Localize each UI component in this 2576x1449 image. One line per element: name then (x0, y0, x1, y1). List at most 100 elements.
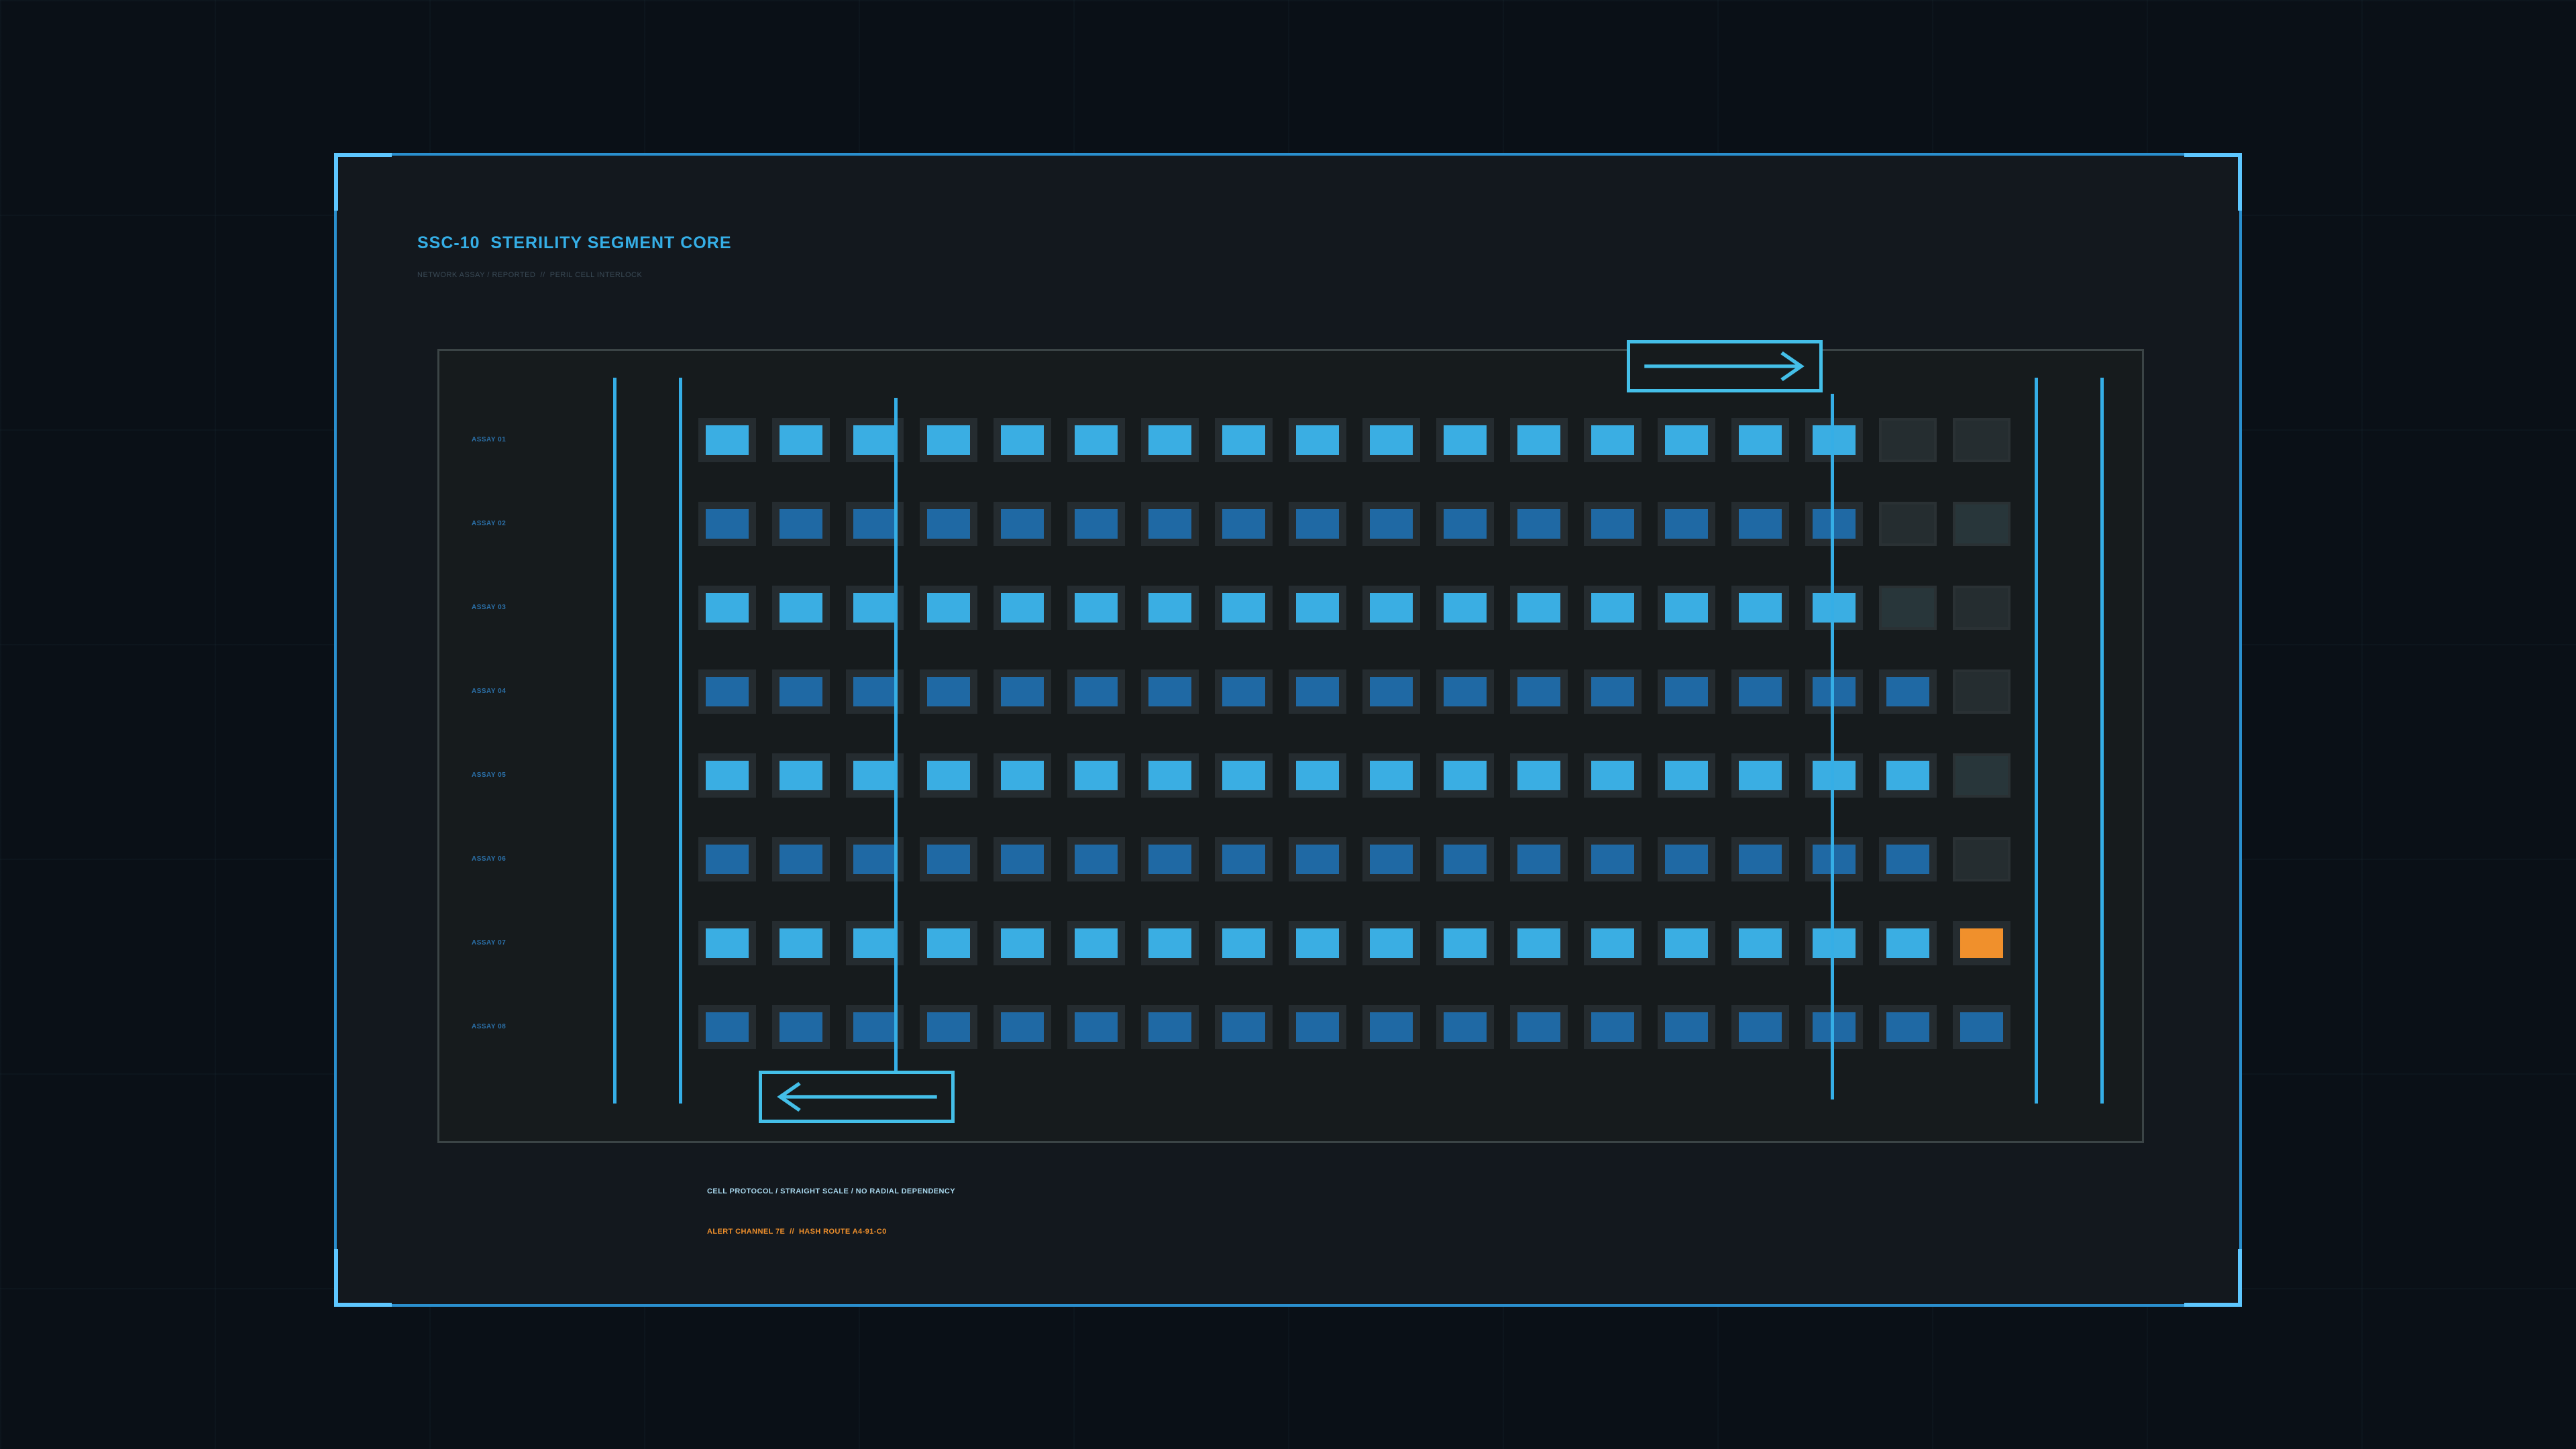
assay-cell[interactable] (1658, 1005, 1715, 1049)
assay-cell[interactable] (1731, 837, 1789, 881)
assay-cell[interactable] (1067, 1005, 1125, 1049)
assay-cell[interactable] (1805, 1005, 1863, 1049)
assay-cell[interactable] (1805, 921, 1863, 965)
back-arrow-button[interactable] (759, 1071, 955, 1123)
assay-cell[interactable] (1953, 586, 2010, 630)
assay-cell[interactable] (1953, 418, 2010, 462)
assay-cell[interactable] (846, 586, 904, 630)
assay-cell[interactable] (1362, 669, 1420, 714)
assay-cell[interactable] (1510, 1005, 1568, 1049)
assay-cell[interactable] (1879, 586, 1937, 630)
assay-cell[interactable] (1953, 669, 2010, 714)
assay-cell[interactable] (1362, 586, 1420, 630)
assay-cell[interactable] (846, 418, 904, 462)
assay-cell[interactable] (698, 502, 756, 546)
assay-cell[interactable] (1141, 921, 1199, 965)
assay-cell[interactable] (1879, 669, 1937, 714)
assay-cell[interactable] (1584, 921, 1642, 965)
assay-cell[interactable] (920, 586, 977, 630)
assay-cell[interactable] (994, 669, 1051, 714)
assay-cell[interactable] (1953, 1005, 2010, 1049)
assay-cell[interactable] (1879, 837, 1937, 881)
assay-cell[interactable] (698, 586, 756, 630)
assay-cell[interactable] (772, 753, 830, 798)
assay-cell[interactable] (846, 1005, 904, 1049)
assay-cell[interactable] (1731, 502, 1789, 546)
assay-cell[interactable] (1067, 669, 1125, 714)
assay-cell[interactable] (1141, 837, 1199, 881)
assay-cell[interactable] (1141, 753, 1199, 798)
assay-cell[interactable] (1215, 586, 1273, 630)
assay-cell[interactable] (1436, 502, 1494, 546)
assay-cell[interactable] (698, 1005, 756, 1049)
assay-cell[interactable] (846, 753, 904, 798)
assay-cell[interactable] (1436, 669, 1494, 714)
assay-cell[interactable] (920, 418, 977, 462)
assay-cell[interactable] (994, 418, 1051, 462)
assay-cell[interactable] (1879, 753, 1937, 798)
assay-cell[interactable] (1731, 753, 1789, 798)
assay-cell[interactable] (1067, 586, 1125, 630)
assay-cell[interactable] (1141, 586, 1199, 630)
assay-cell[interactable] (1584, 753, 1642, 798)
assay-cell[interactable] (698, 753, 756, 798)
assay-cell[interactable] (920, 837, 977, 881)
assay-cell[interactable] (1436, 837, 1494, 881)
assay-cell[interactable] (1953, 753, 2010, 798)
assay-cell[interactable] (1584, 837, 1642, 881)
assay-cell[interactable] (1067, 837, 1125, 881)
assay-cell[interactable] (1141, 1005, 1199, 1049)
assay-cell[interactable] (1289, 502, 1346, 546)
assay-cell[interactable] (772, 586, 830, 630)
assay-cell[interactable] (1584, 502, 1642, 546)
assay-cell[interactable] (1289, 1005, 1346, 1049)
assay-cell[interactable] (1362, 502, 1420, 546)
assay-cell[interactable] (1436, 418, 1494, 462)
assay-cell[interactable] (1658, 669, 1715, 714)
assay-cell[interactable] (1805, 837, 1863, 881)
assay-cell[interactable] (1067, 418, 1125, 462)
assay-cell[interactable] (1510, 418, 1568, 462)
assay-cell[interactable] (1436, 753, 1494, 798)
assay-cell[interactable] (1067, 921, 1125, 965)
assay-cell[interactable] (1879, 921, 1937, 965)
alert-cell[interactable] (1953, 921, 2010, 965)
assay-cell[interactable] (1584, 418, 1642, 462)
assay-cell[interactable] (1362, 1005, 1420, 1049)
assay-cell[interactable] (1215, 753, 1273, 798)
assay-cell[interactable] (1510, 669, 1568, 714)
assay-cell[interactable] (1658, 586, 1715, 630)
assay-cell[interactable] (1805, 669, 1863, 714)
assay-cell[interactable] (1953, 837, 2010, 881)
assay-cell[interactable] (994, 921, 1051, 965)
assay-cell[interactable] (994, 502, 1051, 546)
assay-cell[interactable] (1731, 418, 1789, 462)
assay-cell[interactable] (1510, 753, 1568, 798)
assay-cell[interactable] (920, 669, 977, 714)
assay-cell[interactable] (994, 1005, 1051, 1049)
assay-cell[interactable] (698, 418, 756, 462)
assay-cell[interactable] (1731, 669, 1789, 714)
assay-cell[interactable] (698, 837, 756, 881)
assay-cell[interactable] (1215, 502, 1273, 546)
assay-cell[interactable] (1289, 669, 1346, 714)
assay-cell[interactable] (1362, 753, 1420, 798)
assay-cell[interactable] (772, 1005, 830, 1049)
assay-cell[interactable] (1584, 1005, 1642, 1049)
assay-cell[interactable] (846, 921, 904, 965)
assay-cell[interactable] (1362, 921, 1420, 965)
assay-cell[interactable] (1141, 502, 1199, 546)
assay-cell[interactable] (994, 753, 1051, 798)
assay-cell[interactable] (1731, 921, 1789, 965)
assay-cell[interactable] (1141, 418, 1199, 462)
assay-cell[interactable] (772, 669, 830, 714)
forward-arrow-button[interactable] (1627, 340, 1823, 392)
assay-cell[interactable] (1879, 502, 1937, 546)
assay-cell[interactable] (920, 502, 977, 546)
assay-cell[interactable] (920, 753, 977, 798)
assay-cell[interactable] (1658, 837, 1715, 881)
assay-cell[interactable] (1067, 753, 1125, 798)
assay-cell[interactable] (1805, 753, 1863, 798)
assay-cell[interactable] (1510, 921, 1568, 965)
assay-cell[interactable] (1215, 669, 1273, 714)
